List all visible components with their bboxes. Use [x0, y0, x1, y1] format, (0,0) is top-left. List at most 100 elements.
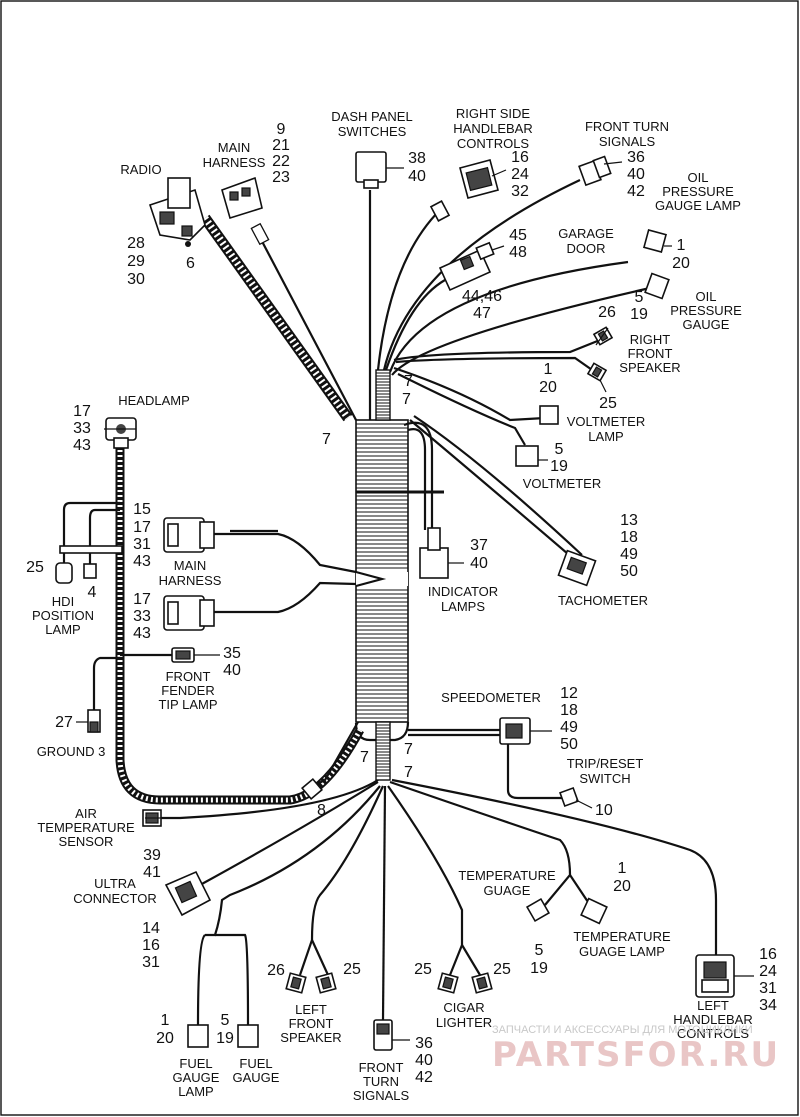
ultra-connector — [164, 870, 212, 917]
radio-connector — [148, 177, 206, 247]
right-speaker-connectors — [586, 326, 614, 382]
oil-pressure-gauge-connector — [644, 272, 670, 300]
callout-ground3: 27 — [55, 714, 73, 731]
headlamp-conduit — [59, 440, 364, 805]
callout-clip-a: 7 — [404, 373, 413, 390]
temperature-connectors — [525, 897, 608, 925]
headlamp-connector — [105, 417, 137, 449]
callout-trip-reset: 10 — [595, 802, 613, 819]
clip-8 — [301, 778, 323, 800]
callout-hdi-left: 25 — [26, 559, 44, 576]
callout-clip-f: 7 — [404, 764, 413, 781]
main-harness-top-connector — [221, 176, 263, 220]
main-harness-lower-connector — [163, 595, 215, 631]
left-speaker-connectors — [285, 972, 337, 994]
tachometer-connector — [557, 549, 597, 587]
callout-speaker-right-a: 26 — [598, 304, 616, 321]
label-speedometer: SPEEDOMETER — [441, 690, 541, 705]
main-trunk — [354, 419, 444, 742]
callout-cigar-a: 25 — [414, 961, 432, 978]
label-voltmeter: VOLTMETER — [523, 476, 602, 491]
cluster-connector — [438, 241, 495, 292]
left-handlebar-connector — [695, 954, 735, 998]
label-radio: RADIO — [120, 162, 161, 177]
callout-cigar-b: 25 — [493, 961, 511, 978]
watermark-line1: ЗАПЧАСТИ И АКСЕССУАРЫ ДЛЯ МОТОЦИКЛИКИ — [492, 1024, 753, 1036]
front-turn-bottom-connector — [373, 1019, 393, 1051]
watermark-logo: PARTSFOR.RU — [492, 1035, 780, 1075]
callout-clip-e: 7 — [404, 741, 413, 758]
trip-reset-connector — [559, 787, 579, 807]
voltmeter-connector — [515, 445, 539, 467]
voltmeter-lamp-connector — [539, 405, 559, 425]
callout-radio-side: 6 — [186, 255, 195, 272]
hdi-lamp-connectors — [55, 562, 97, 584]
callout-speaker-right-b: 25 — [599, 395, 617, 412]
leader-lines — [76, 161, 754, 1041]
cigar-lighter-connectors — [437, 972, 493, 994]
speedometer-connector — [499, 717, 531, 745]
callout-left-front-speaker-b: 25 — [343, 961, 361, 978]
callout-clip-g: 8 — [317, 802, 326, 819]
front-turn-top-connector — [578, 155, 612, 187]
fuel-gauge-connectors — [187, 1024, 259, 1048]
front-fender-connector — [171, 647, 195, 663]
callout-hdi-right: 4 — [88, 584, 97, 601]
callout-left-front-speaker-a: 26 — [267, 962, 285, 979]
callout-clip-b: 7 — [402, 391, 411, 408]
label-ground3: GROUND 3 — [37, 744, 106, 759]
callout-hdi-a: 15 — [133, 501, 151, 518]
dash-panel-connector — [355, 151, 387, 189]
indicator-lamps-connector — [419, 527, 449, 579]
label-tachometer: TACHOMETER — [558, 593, 648, 608]
garage-door-connector — [642, 228, 668, 254]
label-headlamp: HEADLAMP — [118, 393, 190, 408]
main-harness-conduit — [200, 214, 357, 422]
callout-clip-c: 7 — [322, 431, 331, 448]
